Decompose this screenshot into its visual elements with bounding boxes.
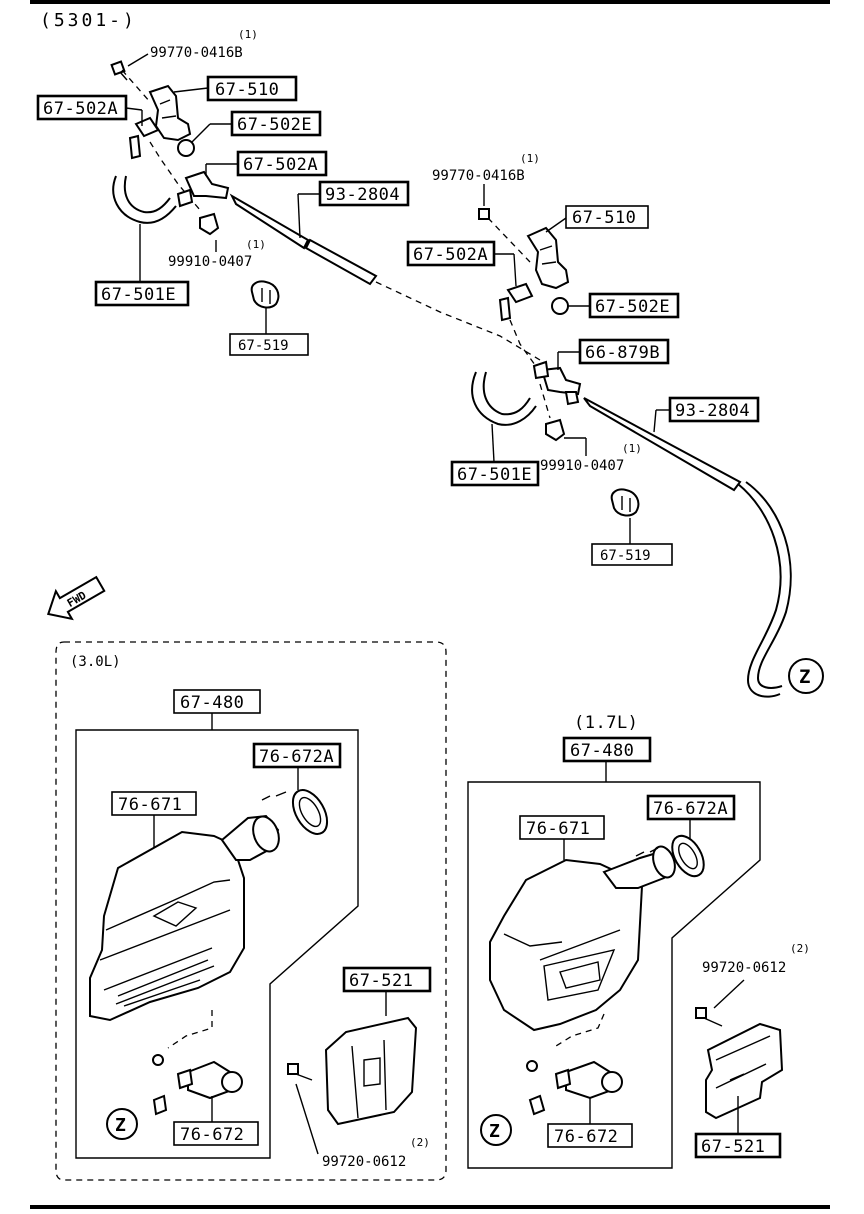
right-nozzle-group: Z xyxy=(471,208,824,698)
t-joint-icon xyxy=(532,360,582,406)
part-number-clamp-0407-right: 99910-0407 xyxy=(540,458,624,474)
left-group-callouts: (1) 99770-0416B 67-510 67-502A 67-502E 6… xyxy=(36,28,410,356)
washer-motor-icon xyxy=(152,1054,243,1116)
t-joint-icon xyxy=(176,170,230,208)
part-number-cap-1-7l[interactable]: 76-672A xyxy=(653,799,728,819)
washer-tank-icon xyxy=(89,814,280,1022)
qty-mark: (2) xyxy=(790,942,810,955)
part-number-joint-a-right[interactable]: 67-502A xyxy=(413,245,488,265)
fwd-arrow-icon: FWD xyxy=(46,575,106,621)
part-number-bracket-1-7l[interactable]: 67-521 xyxy=(701,1137,765,1157)
clip-icon xyxy=(610,488,640,517)
part-number-cap-3-0l[interactable]: 76-672A xyxy=(259,747,334,767)
part-number-tube-right[interactable]: 93-2804 xyxy=(675,401,750,421)
washer-tank-icon xyxy=(489,845,676,1032)
svg-text:Z: Z xyxy=(489,1121,500,1142)
mounting-bracket-icon xyxy=(324,1016,418,1126)
part-number-motor-3-0l[interactable]: 76-672 xyxy=(180,1125,244,1145)
part-number-tank-1-7l[interactable]: 76-671 xyxy=(526,819,590,839)
clip-icon xyxy=(250,280,280,309)
part-number-bracket-3-0l[interactable]: 67-521 xyxy=(349,971,413,991)
part-number-nozzle-left[interactable]: 67-510 xyxy=(215,80,279,100)
part-number-screw-0416-left: 99770-0416B xyxy=(150,45,243,61)
nozzle-joint-icon xyxy=(506,282,534,304)
part-number-tube-left[interactable]: 93-2804 xyxy=(325,185,400,205)
part-number-clip-right[interactable]: 67-519 xyxy=(600,548,651,564)
ref-marker-z-top[interactable]: Z xyxy=(788,658,824,694)
section-label-1-7l: (1.7L) xyxy=(574,713,638,733)
part-number-joint-b[interactable]: 66-879B xyxy=(585,343,660,363)
part-number-tank-assy-1-7l[interactable]: 67-480 xyxy=(570,741,634,761)
part-number-bolt-0612-1-7l: 99720-0612 xyxy=(702,960,786,976)
part-number-joint-e-right[interactable]: 67-502E xyxy=(595,297,670,317)
hose-icon xyxy=(471,371,537,426)
ref-marker-z-3-0l[interactable]: Z xyxy=(106,1108,138,1140)
part-number-clip-left[interactable]: 67-519 xyxy=(238,338,289,354)
bottom-border xyxy=(30,1205,830,1209)
tank-cap-icon xyxy=(261,789,329,835)
washer-nozzle-icon xyxy=(148,84,192,142)
part-number-hose-e-left[interactable]: 67-501E xyxy=(101,285,176,305)
part-number-nozzle-right[interactable]: 67-510 xyxy=(572,208,636,228)
section-3-0l-outline xyxy=(55,641,447,1181)
part-number-clamp-0407-left: 99910-0407 xyxy=(168,254,252,270)
washer-nozzle-icon xyxy=(526,226,570,290)
svg-text:Z: Z xyxy=(799,666,811,688)
part-number-motor-1-7l[interactable]: 76-672 xyxy=(554,1127,618,1147)
qty-mark: (2) xyxy=(410,1136,430,1149)
part-number-bolt-0612-3-0l: 99720-0612 xyxy=(322,1154,406,1170)
right-group-callouts: (1) 99770-0416B 67-510 67-502A 67-502E 6… xyxy=(406,152,760,566)
qty-mark: (1) xyxy=(238,28,258,41)
screw-icon xyxy=(110,60,128,81)
screw-icon xyxy=(478,208,490,220)
part-number-screw-0416-right: 99770-0416B xyxy=(432,168,525,184)
qty-mark: (1) xyxy=(520,152,540,165)
clamp-icon xyxy=(199,212,220,236)
mounting-bracket-icon xyxy=(705,1022,784,1120)
svg-text:Z: Z xyxy=(115,1115,126,1136)
part-number-joint-a-left-1[interactable]: 67-502A xyxy=(43,99,118,119)
left-nozzle-group xyxy=(110,60,541,361)
part-number-tank-3-0l[interactable]: 76-671 xyxy=(118,795,182,815)
section-label-3-0l: (3.0L) xyxy=(70,654,121,670)
bolt-icon xyxy=(287,1063,313,1081)
part-number-joint-e-left[interactable]: 67-502E xyxy=(237,115,312,135)
washer-motor-icon xyxy=(526,1060,623,1116)
nozzle-joint-icon xyxy=(134,116,160,138)
hose-icon xyxy=(112,175,177,224)
tube-icon xyxy=(229,193,378,286)
tube-icon xyxy=(583,397,742,492)
tank-cap-icon xyxy=(635,834,705,878)
qty-mark: (1) xyxy=(622,442,642,455)
model-code-header: (5301-) xyxy=(40,10,137,31)
top-border xyxy=(30,0,830,4)
bolt-icon xyxy=(695,1007,723,1027)
ref-marker-z-1-7l[interactable]: Z xyxy=(480,1114,512,1146)
qty-mark: (1) xyxy=(246,238,266,251)
part-number-tank-assy-3-0l[interactable]: 67-480 xyxy=(180,693,244,713)
part-number-joint-a-left-2[interactable]: 67-502A xyxy=(243,155,318,175)
long-hose-icon xyxy=(737,483,782,698)
part-number-hose-e-right[interactable]: 67-501E xyxy=(457,465,532,485)
clamp-icon xyxy=(545,418,566,442)
